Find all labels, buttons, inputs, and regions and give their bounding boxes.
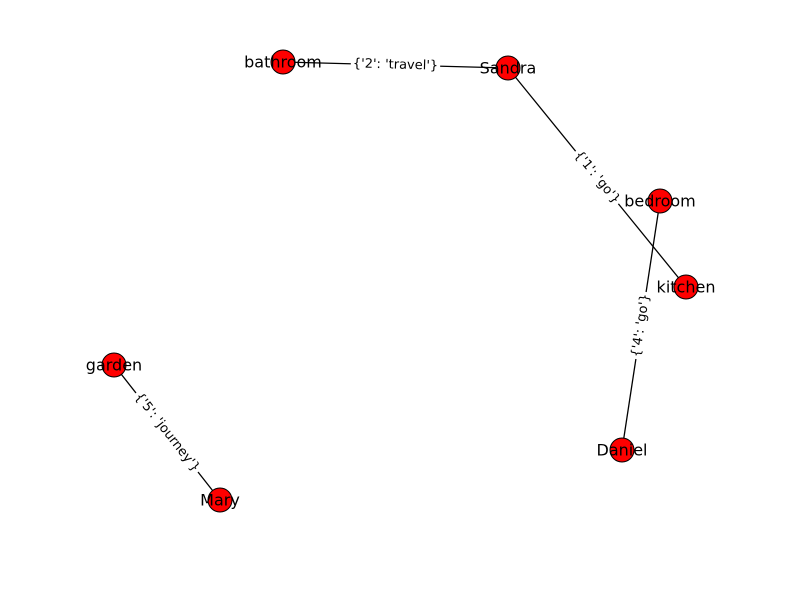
node-kitchen [673,274,699,300]
edge-label-background [129,387,205,478]
node-label-garden: garden [86,356,142,375]
edge-label-group: {'1': 'go'} [569,145,625,210]
edge-label: {'2': 'travel'} [353,56,439,73]
node-bedroom [647,188,673,214]
edge-label-background [350,55,441,75]
edge-label-background [627,290,655,361]
node-daniel [609,437,635,463]
node-label-kitchen: kitchen [657,278,716,297]
node-label-sandra: Sandra [480,59,537,78]
node-label-mary: Mary [200,491,240,510]
edge-label: {'5': 'journey'} [131,390,202,475]
edge-label-group: {'4': 'go'} [627,290,655,361]
edge-label-group: {'5': 'journey'} [129,387,205,478]
node-label-daniel: Daniel [597,441,648,460]
nodes-layer [101,49,699,513]
node-garden [101,352,127,378]
node-mary [207,487,233,513]
node-label-bedroom: bedroom [624,192,696,211]
node-label-bathroom: bathroom [244,53,322,72]
node-sandra [495,55,521,81]
edge-label-group: {'2': 'travel'} [350,55,441,75]
node-bathroom [270,49,296,75]
edge-label-background [569,145,625,210]
edge-label: {'1': 'go'} [571,148,623,207]
edges-layer: {'2': 'travel'} {'1': 'go'} {'4': 'go'} {'5… [113,55,687,501]
